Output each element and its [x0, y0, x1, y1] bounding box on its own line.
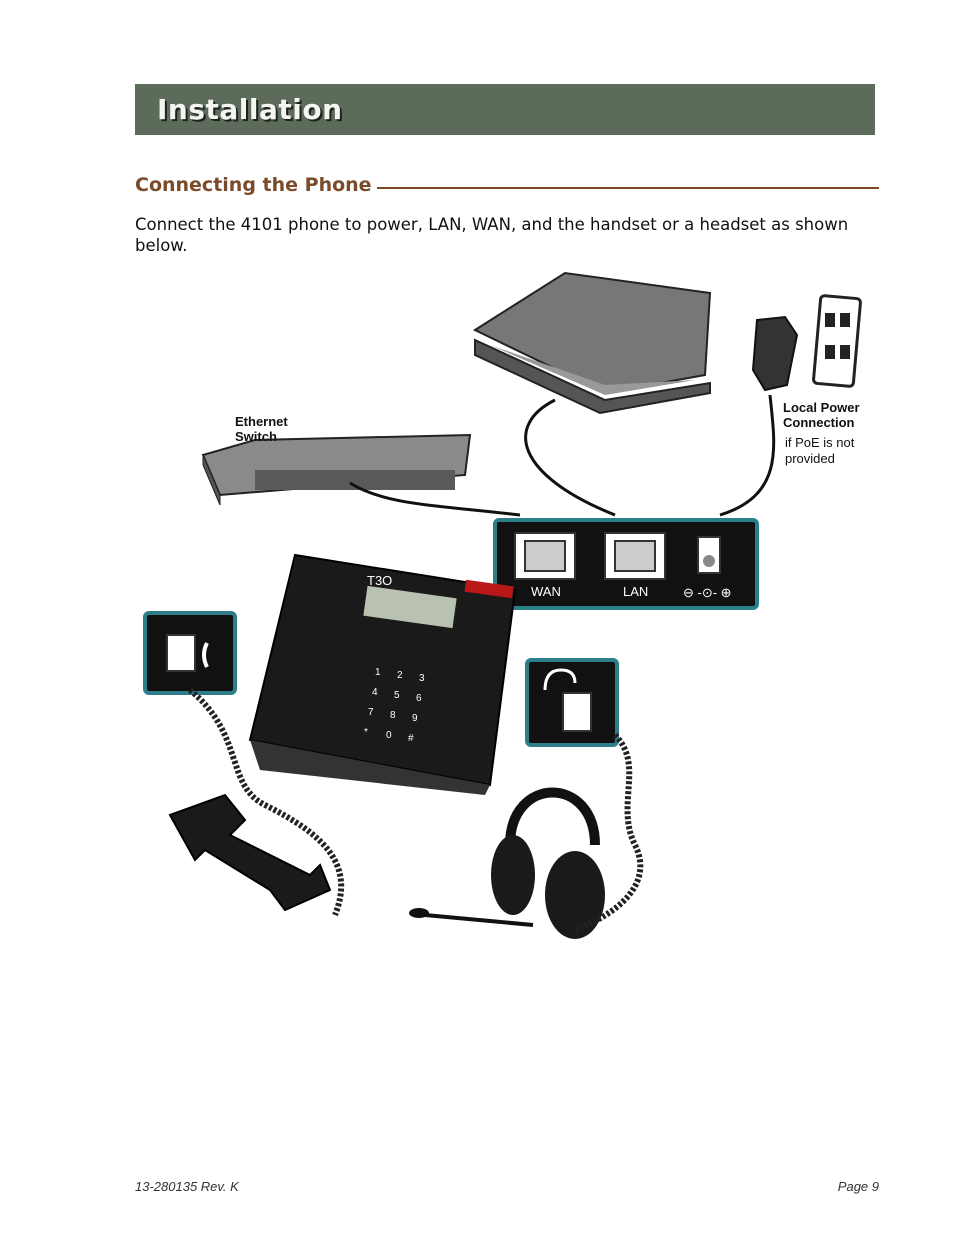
laptop-illustration	[472, 271, 712, 415]
power-polarity-label: ⊖ -⊙- ⊕	[683, 585, 732, 600]
headset-port-callout	[525, 658, 619, 747]
wan-port-label: WAN	[531, 584, 561, 599]
power-note-line2: provided	[785, 451, 835, 466]
key-hash: #	[408, 733, 414, 744]
power-adapter-illustration	[751, 294, 862, 392]
switch-label-line1: Ethernet	[235, 414, 288, 429]
wan-port-icon	[514, 532, 576, 580]
section-rule	[377, 187, 879, 189]
port-callout: WAN LAN ⊖ -⊙- ⊕	[493, 518, 759, 610]
key-star: *	[364, 727, 368, 738]
key-1: 1	[375, 667, 381, 678]
footer-page-number: Page 9	[837, 1179, 879, 1194]
handset-port-callout	[143, 611, 237, 695]
section-heading: Connecting the Phone	[135, 172, 879, 202]
phone-illustration: T3O 1 2 3 4 5 6 7 8 9 * 0 #	[248, 553, 517, 795]
key-5: 5	[394, 690, 400, 701]
key-7: 7	[368, 707, 374, 718]
power-label-line1: Local Power	[783, 400, 860, 415]
key-6: 6	[416, 693, 422, 704]
footer-doc-id: 13-280135 Rev. K	[135, 1179, 239, 1194]
key-8: 8	[390, 710, 396, 721]
power-jack-icon	[697, 536, 721, 574]
key-3: 3	[419, 673, 425, 684]
ethernet-switch-illustration	[201, 433, 472, 506]
connection-diagram: Ethernet Switch Local Power Connection i…	[143, 271, 862, 939]
section-banner: Installation	[135, 84, 875, 135]
intro-paragraph: Connect the 4101 phone to power, LAN, WA…	[135, 215, 849, 255]
lan-port-label: LAN	[623, 584, 648, 599]
power-label-line2: Connection	[783, 415, 855, 430]
handset-illustration	[168, 687, 345, 917]
key-4: 4	[372, 687, 378, 698]
cables	[349, 394, 776, 517]
phone-brand: T3O	[367, 573, 392, 588]
page-title: Installation	[157, 93, 343, 126]
key-9: 9	[412, 713, 418, 724]
section-title: Connecting the Phone	[135, 174, 372, 196]
key-0: 0	[386, 730, 392, 741]
switch-label-line2: Switch	[235, 429, 277, 444]
lan-port-icon	[604, 532, 666, 580]
key-2: 2	[397, 670, 403, 681]
power-note-line1: if PoE is not	[785, 435, 855, 450]
headset-illustration	[409, 732, 644, 939]
